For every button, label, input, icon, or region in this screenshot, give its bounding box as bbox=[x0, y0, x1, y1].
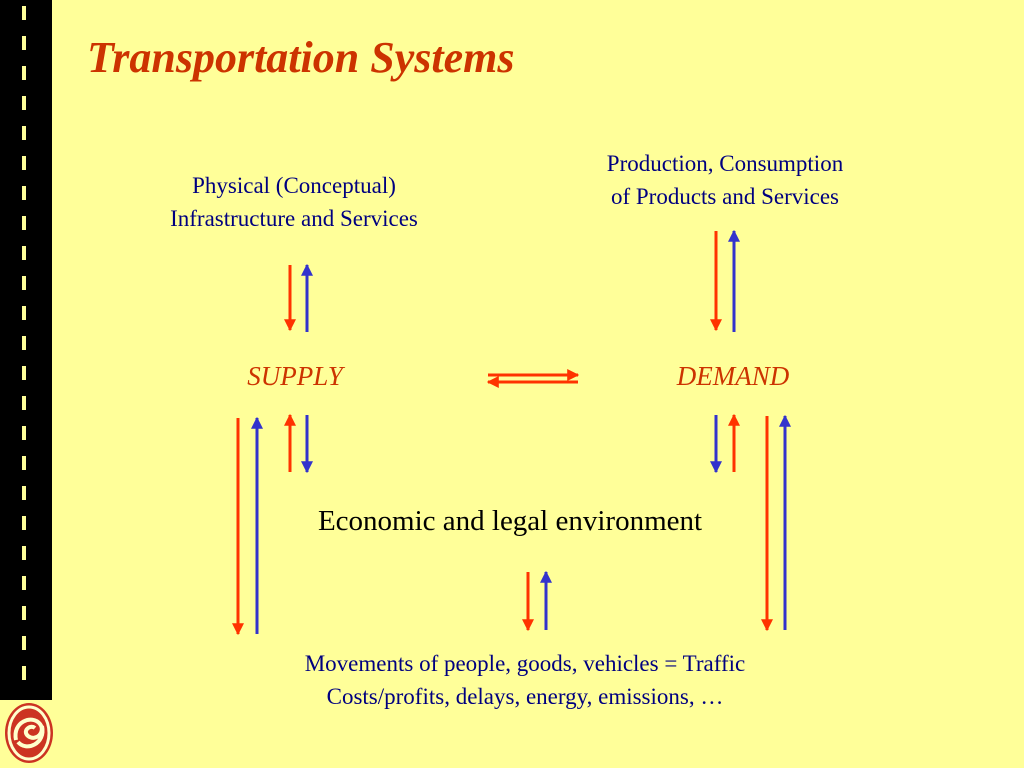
traffic-label: Movements of people, goods, vehicles = T… bbox=[200, 647, 850, 713]
demand-node: DEMAND bbox=[676, 361, 790, 391]
environment-label: Economic and legal environment bbox=[317, 505, 703, 537]
road-stripe-sidebar bbox=[0, 0, 52, 700]
production-line-2: of Products and Services bbox=[610, 184, 840, 209]
circular-logo-icon bbox=[5, 703, 53, 763]
road-center-dashes bbox=[22, 6, 26, 696]
infrastructure-label: Physical (Conceptual) Infrastructure and… bbox=[144, 169, 444, 235]
infrastructure-line-1: Physical (Conceptual) bbox=[192, 173, 396, 198]
traffic-line-1: Movements of people, goods, vehicles = T… bbox=[304, 651, 746, 676]
infrastructure-line-2: Infrastructure and Services bbox=[170, 206, 418, 231]
supply-node: SUPPLY bbox=[247, 361, 343, 391]
production-line-1: Production, Consumption bbox=[606, 151, 844, 176]
traffic-line-2: Costs/profits, delays, energy, emissions… bbox=[326, 684, 724, 709]
page-title: Transportation Systems bbox=[87, 33, 515, 82]
production-label: Production, Consumption of Products and … bbox=[575, 147, 875, 213]
